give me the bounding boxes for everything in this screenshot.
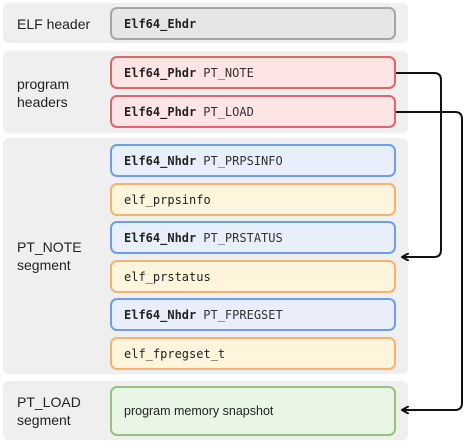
elf-prstatus-box: elf_prstatus bbox=[110, 260, 396, 293]
phdr-pt-note-box: Elf64_Phdr PT_NOTE bbox=[110, 56, 396, 89]
elf-prpsinfo-text: elf_prpsinfo bbox=[124, 192, 211, 207]
nhdr-fpregset-box: Elf64_Nhdr PT_FPREGSET bbox=[110, 298, 396, 331]
program-headers-label: program headers bbox=[17, 76, 70, 110]
nhdr-prstatus-box: Elf64_Nhdr PT_PRSTATUS bbox=[110, 221, 396, 254]
nhdr-fpregset-struct-name: Elf64_Nhdr bbox=[124, 307, 197, 322]
phdr-pt-load-box: Elf64_Phdr PT_LOAD bbox=[110, 95, 396, 128]
elf-fpregset-box: elf_fpregset_t bbox=[110, 337, 396, 370]
elf64-ehdr-box: Elf64_Ehdr bbox=[110, 7, 396, 40]
program-memory-snapshot-box: program memory snapshot bbox=[110, 386, 396, 436]
nhdr-prstatus-struct-name: Elf64_Nhdr bbox=[124, 230, 197, 245]
pt-note-segment-section: PT_NOTE segment bbox=[3, 138, 408, 374]
phdr-load-tag: PT_LOAD bbox=[203, 104, 254, 119]
program-memory-snapshot-text: program memory snapshot bbox=[124, 404, 274, 418]
nhdr-prpsinfo-struct-name: Elf64_Nhdr bbox=[124, 153, 197, 168]
phdr-note-tag: PT_NOTE bbox=[203, 65, 254, 80]
ehdr-struct-name: Elf64_Ehdr bbox=[124, 16, 197, 31]
nhdr-prpsinfo-tag: PT_PRPSINFO bbox=[203, 153, 283, 168]
elf-prstatus-text: elf_prstatus bbox=[124, 269, 211, 284]
nhdr-prpsinfo-box: Elf64_Nhdr PT_PRPSINFO bbox=[110, 144, 396, 177]
phdr-note-struct-name: Elf64_Phdr bbox=[124, 65, 197, 80]
elf-header-label: ELF header bbox=[17, 16, 91, 32]
phdr-load-struct-name: Elf64_Phdr bbox=[124, 104, 197, 119]
pt-note-segment-label: PT_NOTE segment bbox=[17, 239, 82, 273]
nhdr-fpregset-tag: PT_FPREGSET bbox=[203, 307, 283, 322]
pt-load-segment-label: PT_LOAD segment bbox=[17, 394, 81, 428]
elf-fpregset-text: elf_fpregset_t bbox=[124, 346, 226, 361]
elf-prpsinfo-box: elf_prpsinfo bbox=[110, 183, 396, 216]
nhdr-prstatus-tag: PT_PRSTATUS bbox=[203, 230, 283, 245]
